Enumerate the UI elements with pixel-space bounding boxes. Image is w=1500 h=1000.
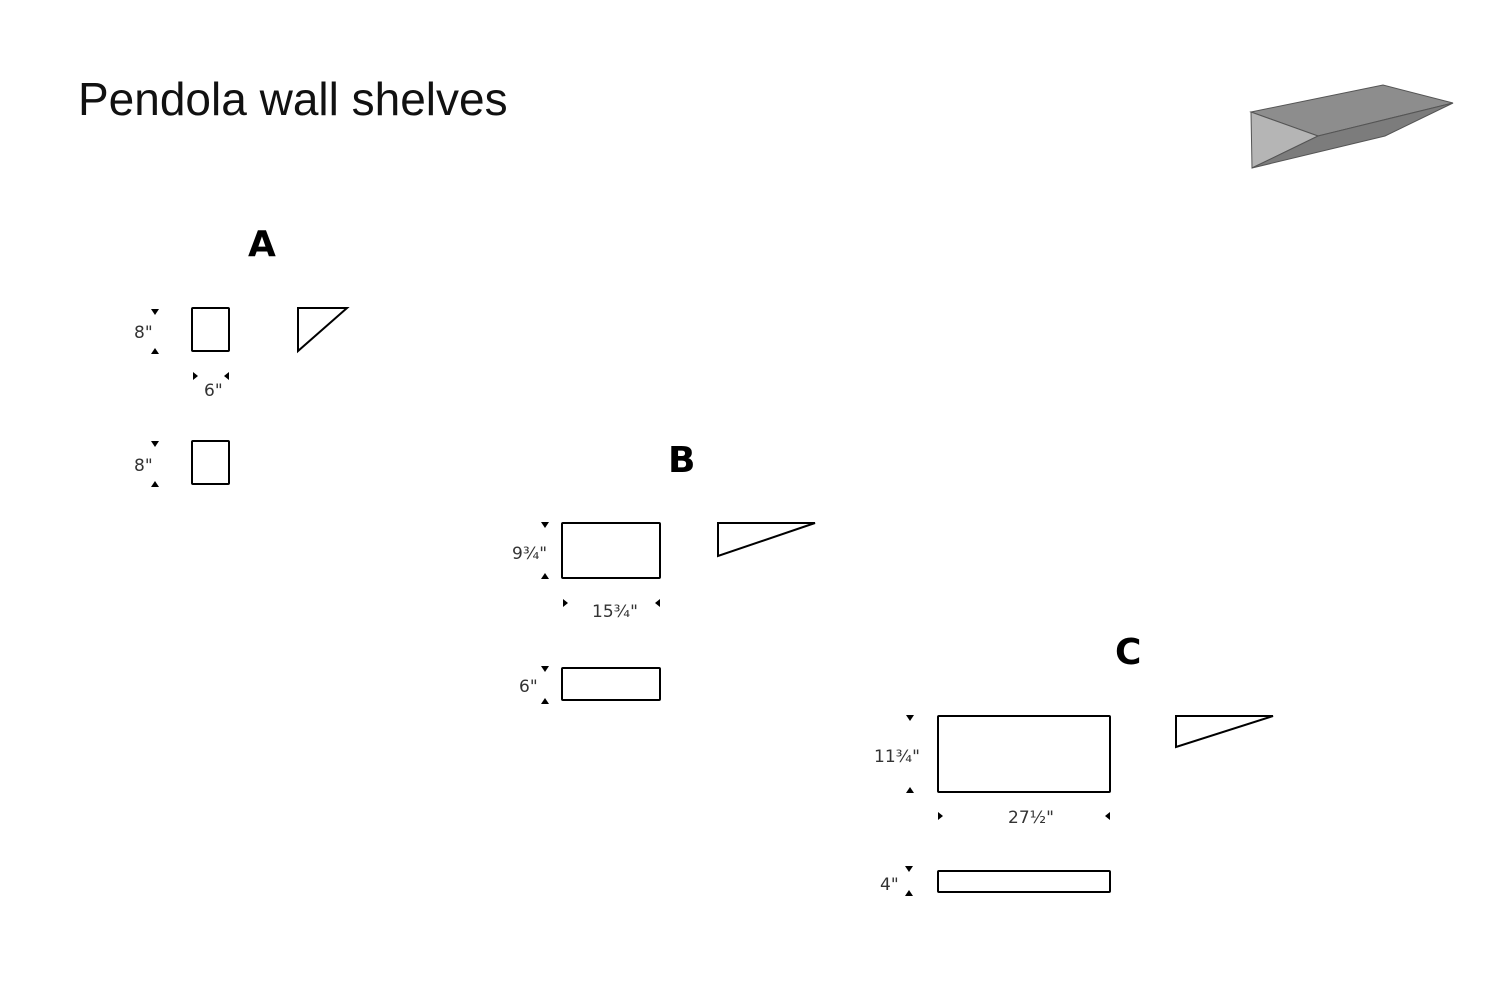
arrow-right-icon bbox=[938, 812, 943, 820]
shelf-label: A bbox=[248, 224, 276, 265]
depth-label: 4" bbox=[880, 875, 899, 895]
arrow-right-icon bbox=[563, 599, 568, 607]
arrow-right-icon bbox=[193, 372, 198, 380]
shape bbox=[1251, 102, 1454, 169]
arrow-up-icon bbox=[541, 698, 549, 704]
arrow-up-icon bbox=[151, 481, 159, 487]
height-label: 11¾" bbox=[874, 747, 920, 767]
arrow-left-icon bbox=[224, 372, 229, 380]
front-view bbox=[561, 522, 661, 579]
height-label: 8" bbox=[134, 323, 153, 343]
front-view bbox=[191, 307, 230, 352]
arrow-up-icon bbox=[906, 787, 914, 793]
arrow-left-icon bbox=[1105, 812, 1110, 820]
side-view bbox=[297, 307, 350, 354]
arrow-up-icon bbox=[905, 890, 913, 896]
arrow-down-icon bbox=[905, 866, 913, 872]
arrow-down-icon bbox=[151, 441, 159, 447]
arrow-down-icon bbox=[151, 309, 159, 315]
arrow-down-icon bbox=[541, 522, 549, 528]
side-view bbox=[717, 522, 816, 558]
height-label: 9¾" bbox=[512, 544, 547, 564]
width-label: 6" bbox=[204, 381, 223, 401]
top-view bbox=[937, 870, 1111, 893]
depth-label: 8" bbox=[134, 456, 153, 476]
shelf-label: C bbox=[1115, 632, 1141, 673]
arrow-up-icon bbox=[541, 573, 549, 579]
shelf-a: A 8" 6" 8" bbox=[134, 224, 350, 487]
shelf-3d-render bbox=[1249, 84, 1454, 169]
width-label: 27½" bbox=[1008, 808, 1054, 828]
page-title: Pendola wall shelves bbox=[78, 73, 508, 125]
arrow-down-icon bbox=[541, 666, 549, 672]
width-label: 15¾" bbox=[592, 602, 638, 622]
depth-label: 6" bbox=[519, 677, 538, 697]
shelf-b: B 9¾" 15¾" 6" bbox=[512, 440, 816, 704]
arrow-left-icon bbox=[655, 599, 660, 607]
front-view bbox=[937, 715, 1111, 793]
shelf-label: B bbox=[668, 440, 695, 481]
side-view bbox=[1175, 715, 1274, 749]
top-view bbox=[561, 667, 661, 701]
shelf-c: C 11¾" 27½" 4" bbox=[874, 632, 1274, 896]
arrow-up-icon bbox=[151, 348, 159, 354]
arrow-down-icon bbox=[906, 715, 914, 721]
top-view bbox=[191, 440, 230, 485]
